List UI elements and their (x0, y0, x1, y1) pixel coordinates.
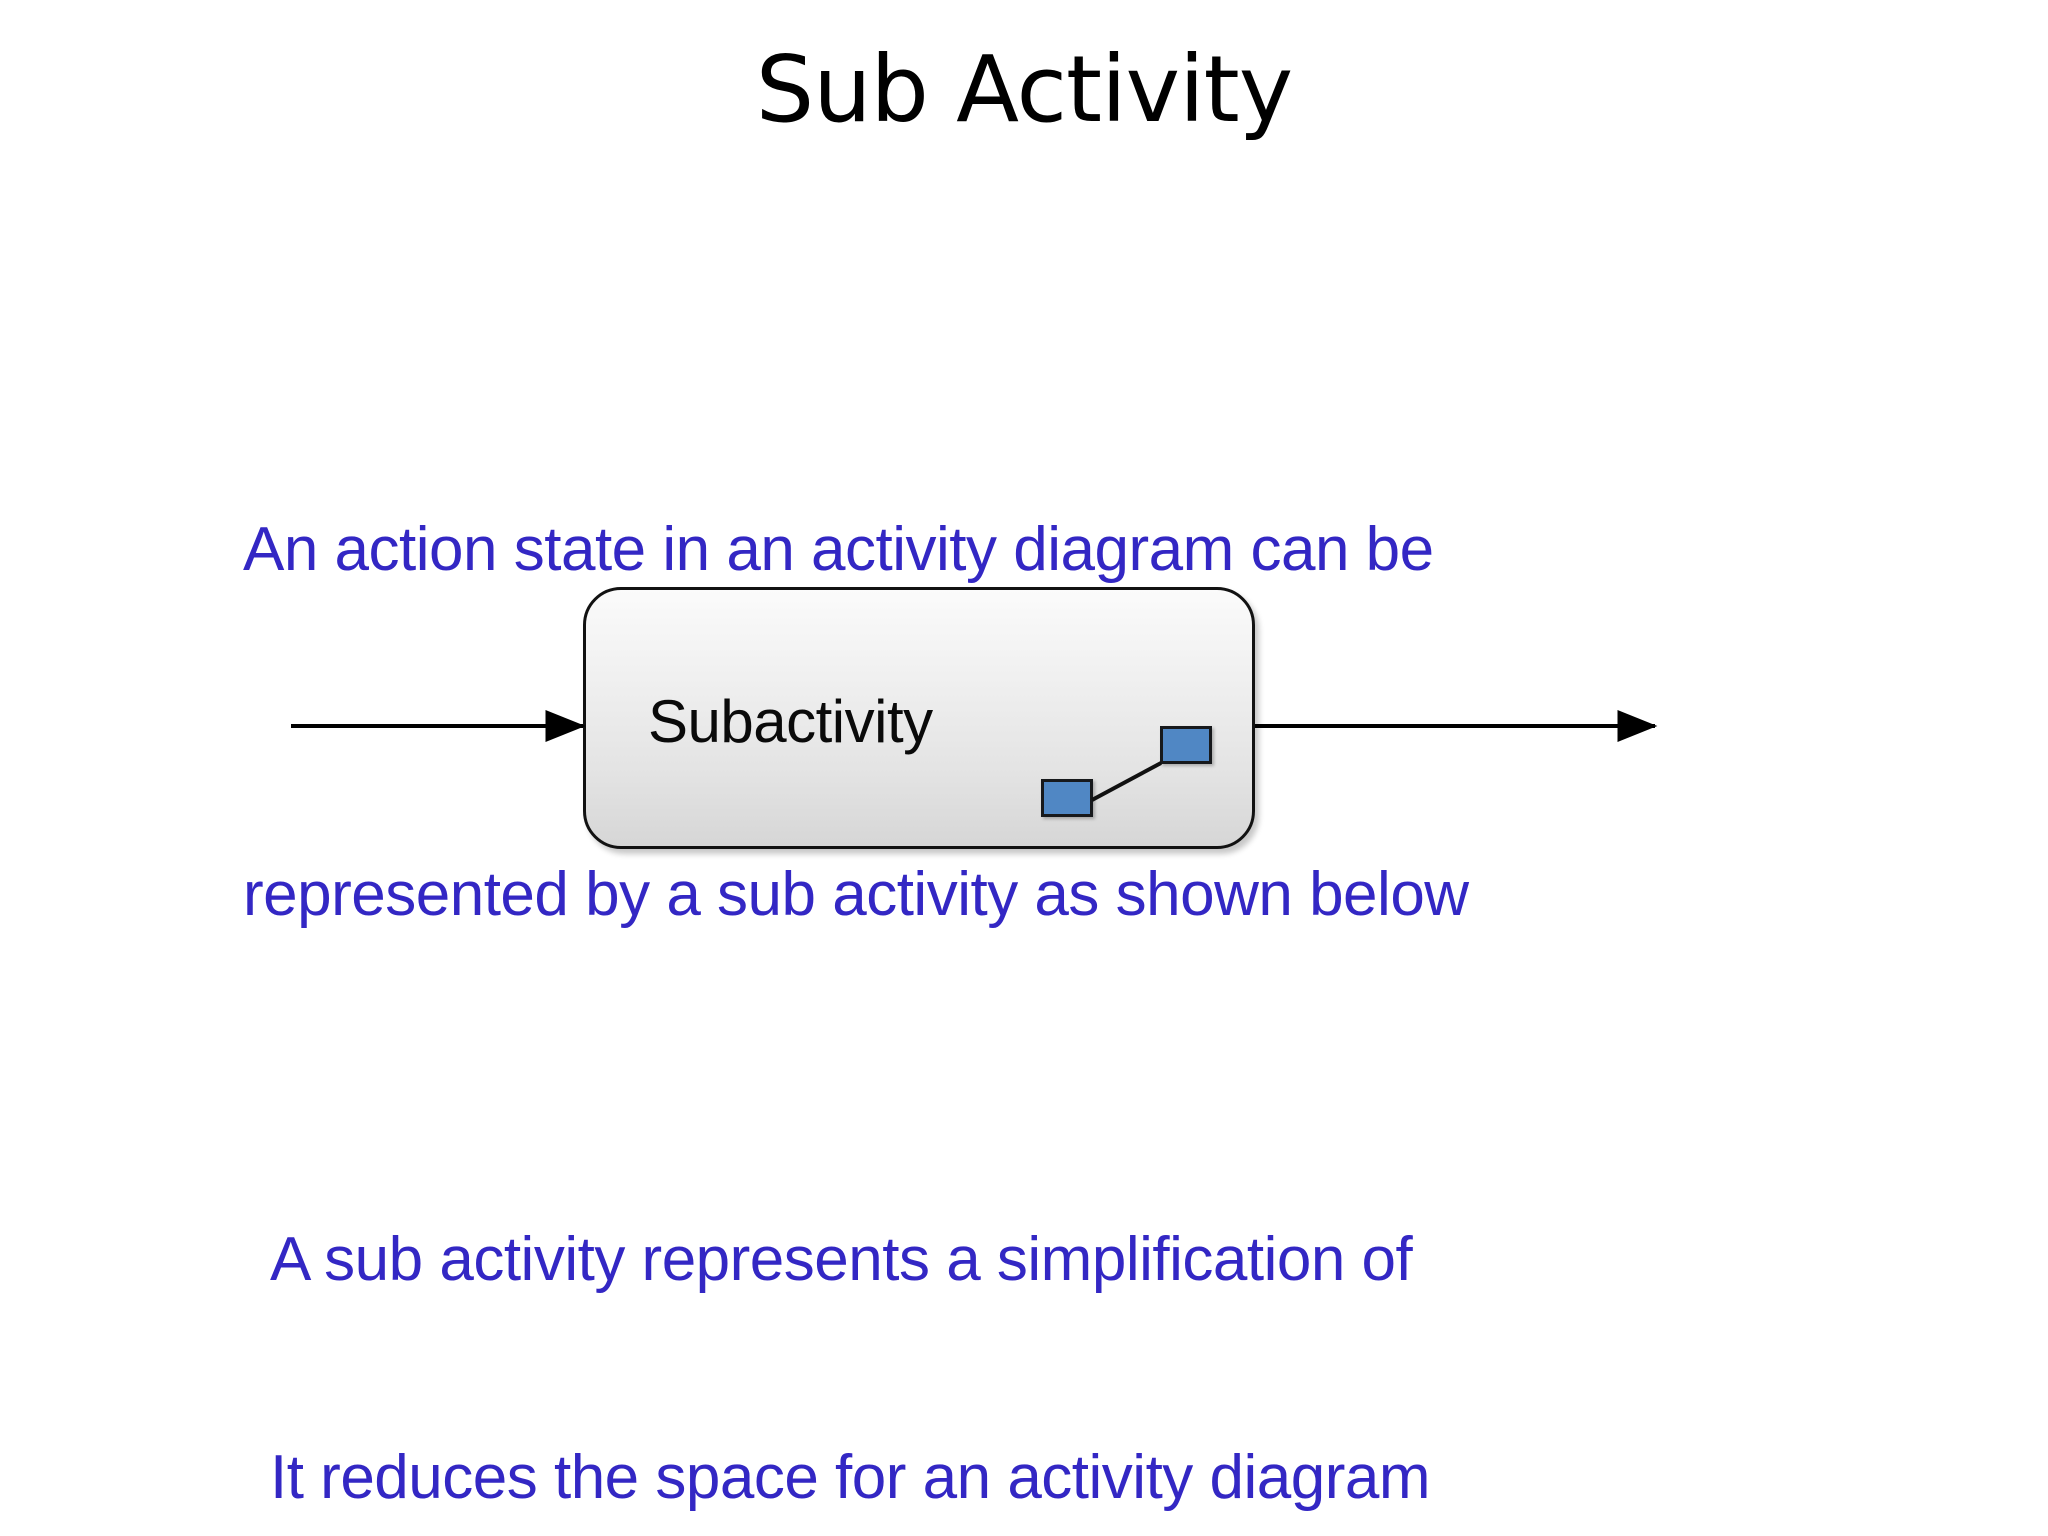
paragraph-intro-line-1: An action state in an activity diagram c… (243, 515, 1434, 584)
paragraph-intro: An action state in an activity diagram c… (243, 262, 1469, 1182)
paragraph-reduces-line-1: It reduces the space for an activity dia… (270, 1443, 1431, 1512)
paragraph-intro-line-2: represented by a sub activity as shown b… (243, 860, 1469, 929)
page-title: Sub Activity (755, 36, 1293, 143)
paragraph-simplify: A sub activity represents a simplificati… (270, 972, 1413, 1536)
paragraph-simplify-line-1: A sub activity represents a simplificati… (270, 1225, 1413, 1294)
paragraph-reduces: It reduces the space for an activity dia… (270, 1190, 1431, 1536)
